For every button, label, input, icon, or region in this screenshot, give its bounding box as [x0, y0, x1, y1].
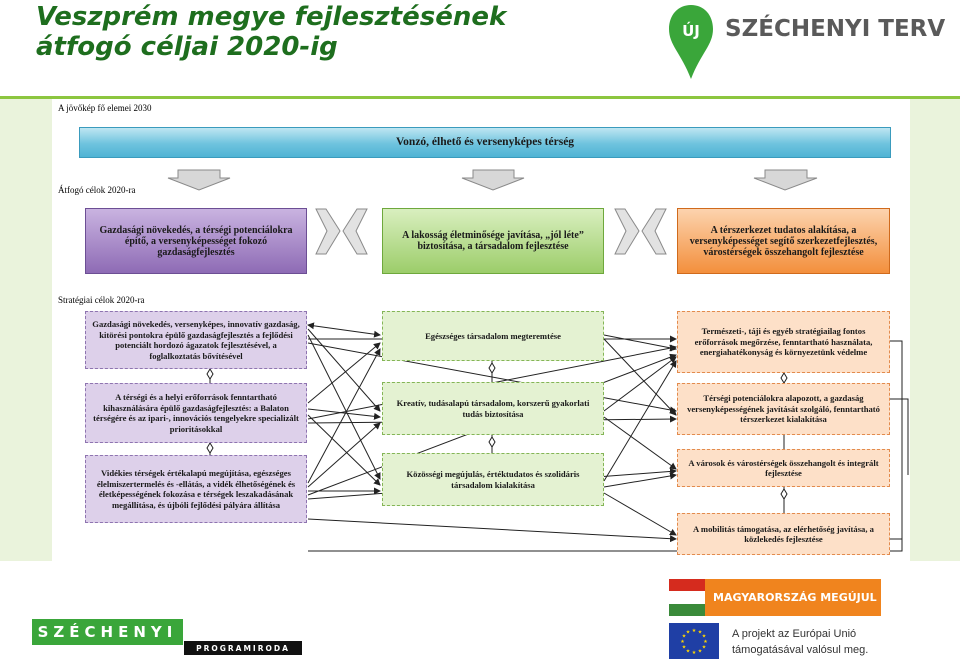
overarching-goal-society: A lakosság életminősége javítása, „jól l…: [382, 208, 604, 274]
chevron-right-1: [315, 208, 341, 255]
strategic-goal-local-resources: A térségi és a helyi erőforrások fenntar…: [85, 383, 307, 443]
svg-text:★: ★: [698, 649, 703, 655]
eu-flag-icon: ★★★ ★★★ ★★★ ★★★: [669, 623, 719, 659]
slide-title-line2: átfogó céljai 2020-ig: [36, 32, 338, 62]
szechenyi-terv-logo-mark: ÚJ: [669, 5, 713, 79]
magyarorszag-megujul-text: MAGYARORSZÁG MEGÚJUL: [713, 591, 877, 604]
down-arrow-middle: [461, 169, 525, 191]
strategic-goal-rural-renewal: Vidékies térségek értékalapú megújítása,…: [85, 455, 307, 523]
down-arrow-left: [167, 169, 231, 191]
szechenyi-terv-logo-text: SZÉCHENYI TERV: [725, 16, 946, 42]
chevron-left-2: [641, 208, 667, 255]
svg-text:★: ★: [703, 639, 708, 645]
header-divider: [0, 96, 960, 99]
svg-text:★: ★: [682, 634, 687, 640]
strategic-goal-urban-development: A városok és várostérségek összehangolt …: [677, 449, 890, 487]
svg-text:★: ★: [702, 634, 707, 640]
eu-support-line1: A projekt az Európai Unió: [732, 628, 857, 640]
section-label-strategic: Stratégiai célok 2020-ra: [58, 295, 145, 305]
section-label-overarching: Átfogó célok 2020-ra: [58, 185, 136, 195]
overarching-goal-economy: Gazdasági növekedés, a térségi potenciál…: [85, 208, 307, 274]
connector-layer: [167, 169, 909, 552]
vision-box: Vonzó, élhető és versenyképes térség: [79, 127, 891, 158]
szechenyi-programiroda-logo: SZÉCHENYI: [32, 619, 183, 645]
svg-text:★: ★: [686, 630, 691, 636]
eu-support-line2: támogatásával valósul meg.: [732, 644, 869, 656]
chevron-right-2: [614, 208, 640, 255]
overarching-goal-spatial: A térszerkezet tudatos alakítása, a vers…: [677, 208, 890, 274]
svg-text:★: ★: [680, 639, 685, 645]
hungarian-flag-icon: [669, 579, 705, 616]
strategic-goal-spatial-structure: Térségi potenciálokra alapozott, a gazda…: [677, 383, 890, 435]
svg-text:★: ★: [682, 645, 687, 651]
svg-text:★: ★: [692, 628, 697, 634]
svg-text:★: ★: [698, 630, 703, 636]
svg-text:★: ★: [702, 645, 707, 651]
strategic-goal-mobility: A mobilitás támogatása, az elérhetőség j…: [677, 513, 890, 555]
logo-badge: ÚJ: [682, 21, 700, 40]
section-label-vision: A jövőkép fő elemei 2030: [58, 103, 152, 113]
slide-title: Veszprém megye fejlesztésének átfogó cél…: [36, 2, 596, 62]
down-arrow-right: [753, 169, 818, 191]
strategic-goal-knowledge-society: Kreatív, tudásalapú társadalom, korszerű…: [382, 382, 604, 435]
svg-text:★: ★: [686, 649, 691, 655]
eu-support-text: A projekt az Európai Unió támogatásával …: [732, 626, 932, 658]
strategic-goal-healthy-society: Egészséges társadalom megteremtése: [382, 311, 604, 361]
svg-text:★: ★: [692, 650, 697, 656]
strategic-goal-natural-resources: Természeti-, táji és egyéb stratégiailag…: [677, 311, 890, 373]
programiroda-label: PROGRAMIRODA: [184, 641, 302, 655]
chevron-left-1: [342, 208, 368, 255]
strategic-goal-community-renewal: Közösségi megújulás, értéktudatos és szo…: [382, 453, 604, 506]
strategic-goal-economy-growth: Gazdasági növekedés, versenyképes, innov…: [85, 311, 307, 369]
slide-title-line1: Veszprém megye fejlesztésének: [36, 2, 507, 32]
goals-diagram: A jövőkép fő elemei 2030 Vonzó, élhető é…: [52, 99, 910, 561]
